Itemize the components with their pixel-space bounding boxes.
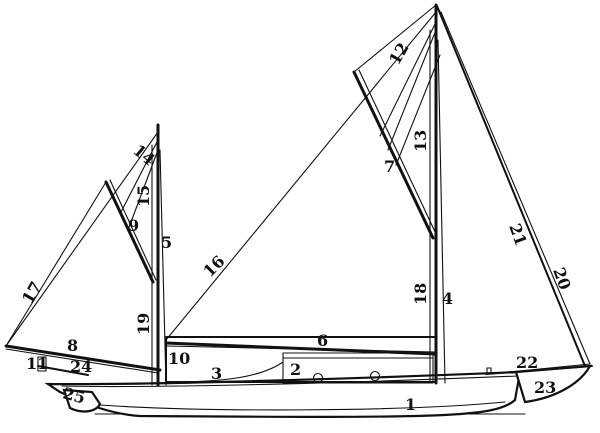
callout-5: 5 [161,233,172,252]
mizzen-boom [4,344,162,372]
jib-stay [440,11,591,365]
main-boom [164,341,438,356]
hull-keel-line [99,401,506,411]
mooring-bitt [486,367,492,375]
callout-16: 16 [199,252,228,281]
bowsprit [485,365,593,375]
callout-24: 24 [70,357,92,376]
callout-19: 19 [134,313,153,335]
callout-1: 1 [405,395,416,414]
mizzen-gaff-inner [109,179,157,281]
deckhouse [282,352,434,384]
callout-2: 2 [290,360,301,379]
cockpit-coaming [169,361,284,383]
callout-18: 18 [411,283,430,305]
mizzen-leech [5,181,107,347]
callout-10: 10 [168,349,190,368]
main-gaff [352,70,435,240]
porthole-aft [369,370,381,382]
callout-6: 6 [317,331,328,350]
mizzen-gaff [104,180,155,284]
callout-23: 23 [534,378,556,397]
callout-13: 13 [411,130,430,152]
callout-9: 9 [128,216,139,235]
mizzen-topping-lift [5,131,159,347]
main-leech [165,11,437,341]
mizzen-peak-halyard [119,139,159,231]
forestay [436,5,586,367]
main-shroud [437,39,446,384]
porthole-forward [312,372,324,384]
mizzen-shroud [159,149,167,386]
main-peak-halyards [379,21,441,166]
callout-3: 3 [211,364,222,383]
callout-15: 15 [134,185,153,207]
jib-foot [518,363,591,372]
boomkin-block [37,356,47,372]
rudder [62,388,102,413]
callout-7: 7 [384,157,395,176]
callout-8: 8 [67,336,78,355]
main-topping-lift [353,4,437,73]
mizzen-boom-lower [5,348,159,374]
main-gaff-inner [358,69,438,237]
callout-22: 22 [516,353,538,372]
callout-17: 17 [18,278,46,307]
callout-14: 14 [129,141,158,170]
callout-11: 11 [26,354,48,373]
hull-sheer-line [61,375,519,388]
callout-4: 4 [442,289,453,308]
